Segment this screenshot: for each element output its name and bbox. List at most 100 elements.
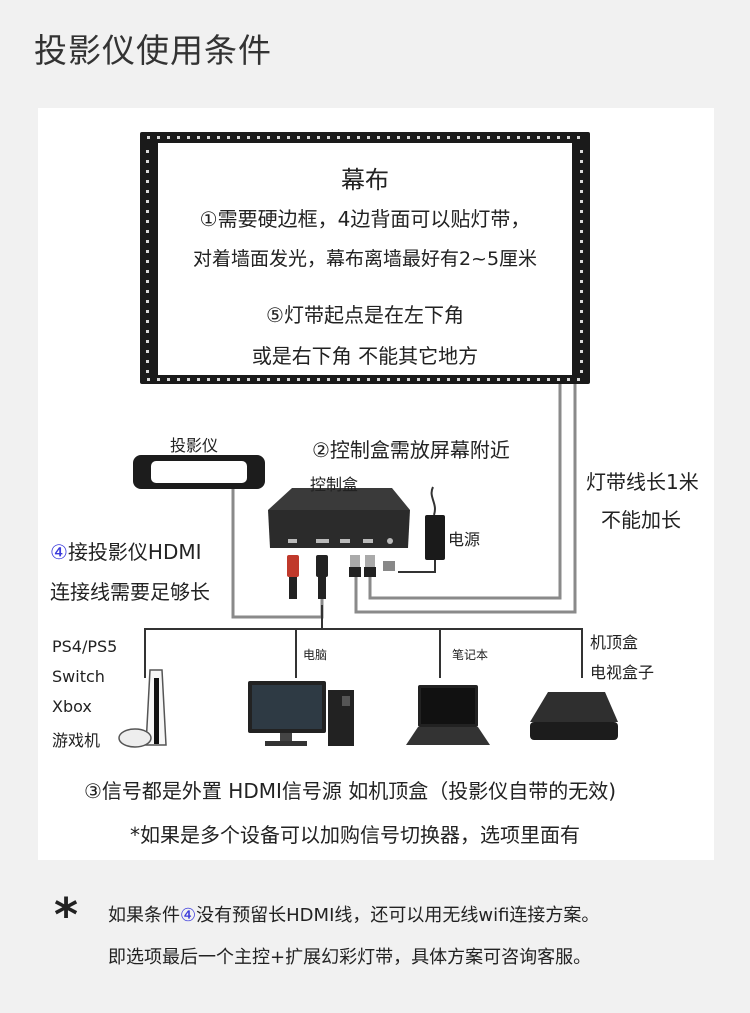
- led-dot: [580, 150, 583, 153]
- control-box-device: [268, 488, 410, 548]
- led-dot: [146, 180, 149, 183]
- led-dot: [377, 378, 380, 381]
- console-label-switch: Switch: [52, 667, 105, 686]
- led-dot: [146, 290, 149, 293]
- laptop-label: 笔记本: [452, 648, 489, 662]
- led-dot: [157, 378, 160, 381]
- hdmi-note-line-2: 连接线需要足够长: [50, 580, 210, 604]
- led-dot: [146, 310, 149, 313]
- led-dot: [146, 280, 149, 283]
- screen-title: 幕布: [341, 166, 389, 194]
- led-dot: [227, 378, 230, 381]
- laptop-device: [406, 685, 490, 745]
- footer-line-1-pre: 如果条件: [108, 905, 180, 926]
- led-dot: [327, 136, 330, 139]
- strip-wires: [354, 384, 577, 614]
- led-dot: [317, 136, 320, 139]
- led-dot: [217, 136, 220, 139]
- led-dot: [197, 136, 200, 139]
- led-dot: [580, 340, 583, 343]
- led-dot: [417, 378, 420, 381]
- led-dot: [387, 136, 390, 139]
- led-dot: [307, 136, 310, 139]
- screen-note-1-line-2: 对着墙面发光，幕布离墙最好有2~5厘米: [192, 248, 538, 270]
- led-dot: [146, 160, 149, 163]
- led-dot: [146, 150, 149, 153]
- led-dot: [146, 270, 149, 273]
- switcher-note: *如果是多个设备可以加购信号切换器，选项里面有: [130, 823, 580, 847]
- led-dot: [417, 136, 420, 139]
- cable-plugs: [287, 555, 395, 599]
- led-dot: [146, 340, 149, 343]
- led-dot: [357, 378, 360, 381]
- led-dot: [447, 378, 450, 381]
- led-dot: [147, 378, 150, 381]
- led-dot: [467, 378, 470, 381]
- led-dot: [267, 378, 270, 381]
- page-title: 投影仪使用条件: [34, 31, 272, 70]
- led-dot: [580, 190, 583, 193]
- led-dot: [397, 136, 400, 139]
- led-dot: [567, 136, 570, 139]
- led-dot: [577, 136, 580, 139]
- hdmi-note-text: 接投影仪HDMI: [67, 540, 202, 564]
- console-label-ps: PS4/PS5: [52, 637, 118, 656]
- led-dot: [580, 260, 583, 263]
- led-dot: [567, 378, 570, 381]
- led-dot: [207, 136, 210, 139]
- hdmi-note-line-1: ④接投影仪HDMI: [50, 536, 202, 565]
- led-dot: [580, 210, 583, 213]
- strip-length-line-1: 灯带线长1米: [586, 470, 699, 494]
- led-dot: [580, 370, 583, 373]
- led-dot: [367, 136, 370, 139]
- footer-line-2: 即选项最后一个主控+扩展幻彩灯带，具体方案可咨询客服。: [108, 947, 592, 968]
- led-dot: [377, 136, 380, 139]
- led-dot: [146, 250, 149, 253]
- led-dot: [497, 136, 500, 139]
- screen-note-5-line-1: ⑤灯带起点是在左下角: [266, 303, 464, 327]
- projector-device: [133, 455, 265, 489]
- led-dot: [407, 136, 410, 139]
- led-dot: [517, 136, 520, 139]
- led-dot: [507, 136, 510, 139]
- power-adapter: [398, 486, 445, 573]
- led-dot: [277, 136, 280, 139]
- led-dot: [146, 190, 149, 193]
- led-dot: [580, 230, 583, 233]
- led-dot: [580, 350, 583, 353]
- strip-length-line-2: 不能加长: [601, 508, 681, 532]
- led-dot: [437, 378, 440, 381]
- led-dot: [580, 180, 583, 183]
- hdmi-note-number: ④: [50, 540, 68, 564]
- led-dot: [146, 260, 149, 263]
- led-dot: [447, 136, 450, 139]
- led-dot: [547, 136, 550, 139]
- led-dot: [187, 136, 190, 139]
- led-dot: [580, 170, 583, 173]
- projector-label: 投影仪: [170, 436, 219, 455]
- led-dot: [580, 160, 583, 163]
- led-dot: [580, 310, 583, 313]
- led-dot: [287, 136, 290, 139]
- led-dot: [146, 370, 149, 373]
- led-dot: [157, 136, 160, 139]
- led-dot: [327, 378, 330, 381]
- led-dot: [487, 378, 490, 381]
- led-dot: [547, 378, 550, 381]
- screen-note-5-line-2: 或是右下角 不能其它地方: [251, 344, 479, 368]
- led-dot: [477, 378, 480, 381]
- led-dot: [580, 280, 583, 283]
- led-dot: [557, 378, 560, 381]
- led-dot: [146, 230, 149, 233]
- led-dot: [317, 378, 320, 381]
- desktop-computer: [248, 681, 354, 746]
- led-dot: [146, 360, 149, 363]
- led-dot: [357, 136, 360, 139]
- footer-line-1-number: ④: [180, 905, 197, 926]
- led-dot: [397, 378, 400, 381]
- screen-led-frame: [140, 132, 590, 384]
- led-dot: [247, 378, 250, 381]
- led-dot: [537, 136, 540, 139]
- led-dot: [497, 378, 500, 381]
